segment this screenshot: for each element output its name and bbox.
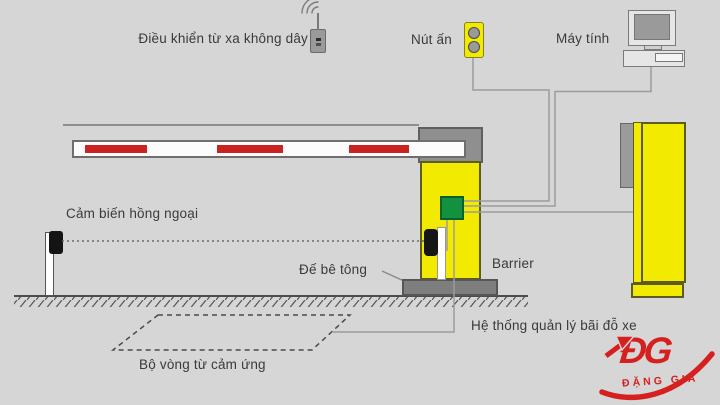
arm-red-stripe (349, 145, 409, 153)
label-concrete-base: Đế bê tông (299, 262, 368, 277)
label-management-system: Hệ thống quản lý bãi đỗ xe (471, 318, 637, 333)
cabinet-ir-receiver-icon (424, 229, 438, 256)
label-barrier: Barrier (492, 256, 534, 271)
remote-antenna-icon (317, 13, 319, 30)
remote-button-dot (316, 43, 321, 46)
label-push-button: Nút ấn (411, 32, 452, 47)
push-button-bottom (468, 41, 480, 53)
wire-button-to-controller (464, 58, 550, 202)
management-cabinet-base (631, 283, 684, 298)
ground-line (14, 295, 528, 307)
barrier-cabinet (420, 161, 481, 280)
push-button-icon (464, 22, 484, 58)
label-remote: Điều khiển từ xa không dây (138, 31, 308, 46)
management-cabinet (641, 122, 686, 283)
ir-sensor-head-icon (49, 231, 63, 254)
wire-controller-to-loop (333, 218, 455, 333)
dang-gia-logo: ĐG ĐẶNG GIA (598, 330, 720, 404)
arm-guide-line (63, 124, 419, 126)
label-ir-sensor: Cảm biến hồng ngoại (66, 206, 199, 221)
arm-red-stripe (217, 145, 283, 153)
wireless-waves-icon (301, 0, 319, 14)
push-button-top (468, 27, 480, 39)
induction-loop-outline (110, 314, 352, 351)
wire-controller-to-receiver (445, 218, 448, 251)
computer-drive-slot (655, 53, 683, 62)
label-computer: Máy tính (556, 31, 610, 46)
wire-computer-to-controller (464, 67, 652, 207)
concrete-base (402, 279, 498, 296)
logo-swoosh-icon (599, 335, 715, 401)
concrete-base-pointer-line (381, 270, 405, 282)
remote-control-icon (310, 29, 326, 53)
barrier-arm (72, 140, 466, 158)
control-unit (440, 196, 464, 220)
label-induction-loop: Bộ vòng từ cảm ứng (139, 357, 266, 372)
logo-arrow-icon (604, 335, 636, 358)
computer-stand (644, 45, 662, 50)
arm-red-stripe (85, 145, 147, 153)
remote-button-dot (316, 38, 321, 41)
computer-case-icon (623, 50, 685, 67)
computer-monitor-icon (628, 10, 676, 46)
computer-screen (634, 14, 670, 40)
